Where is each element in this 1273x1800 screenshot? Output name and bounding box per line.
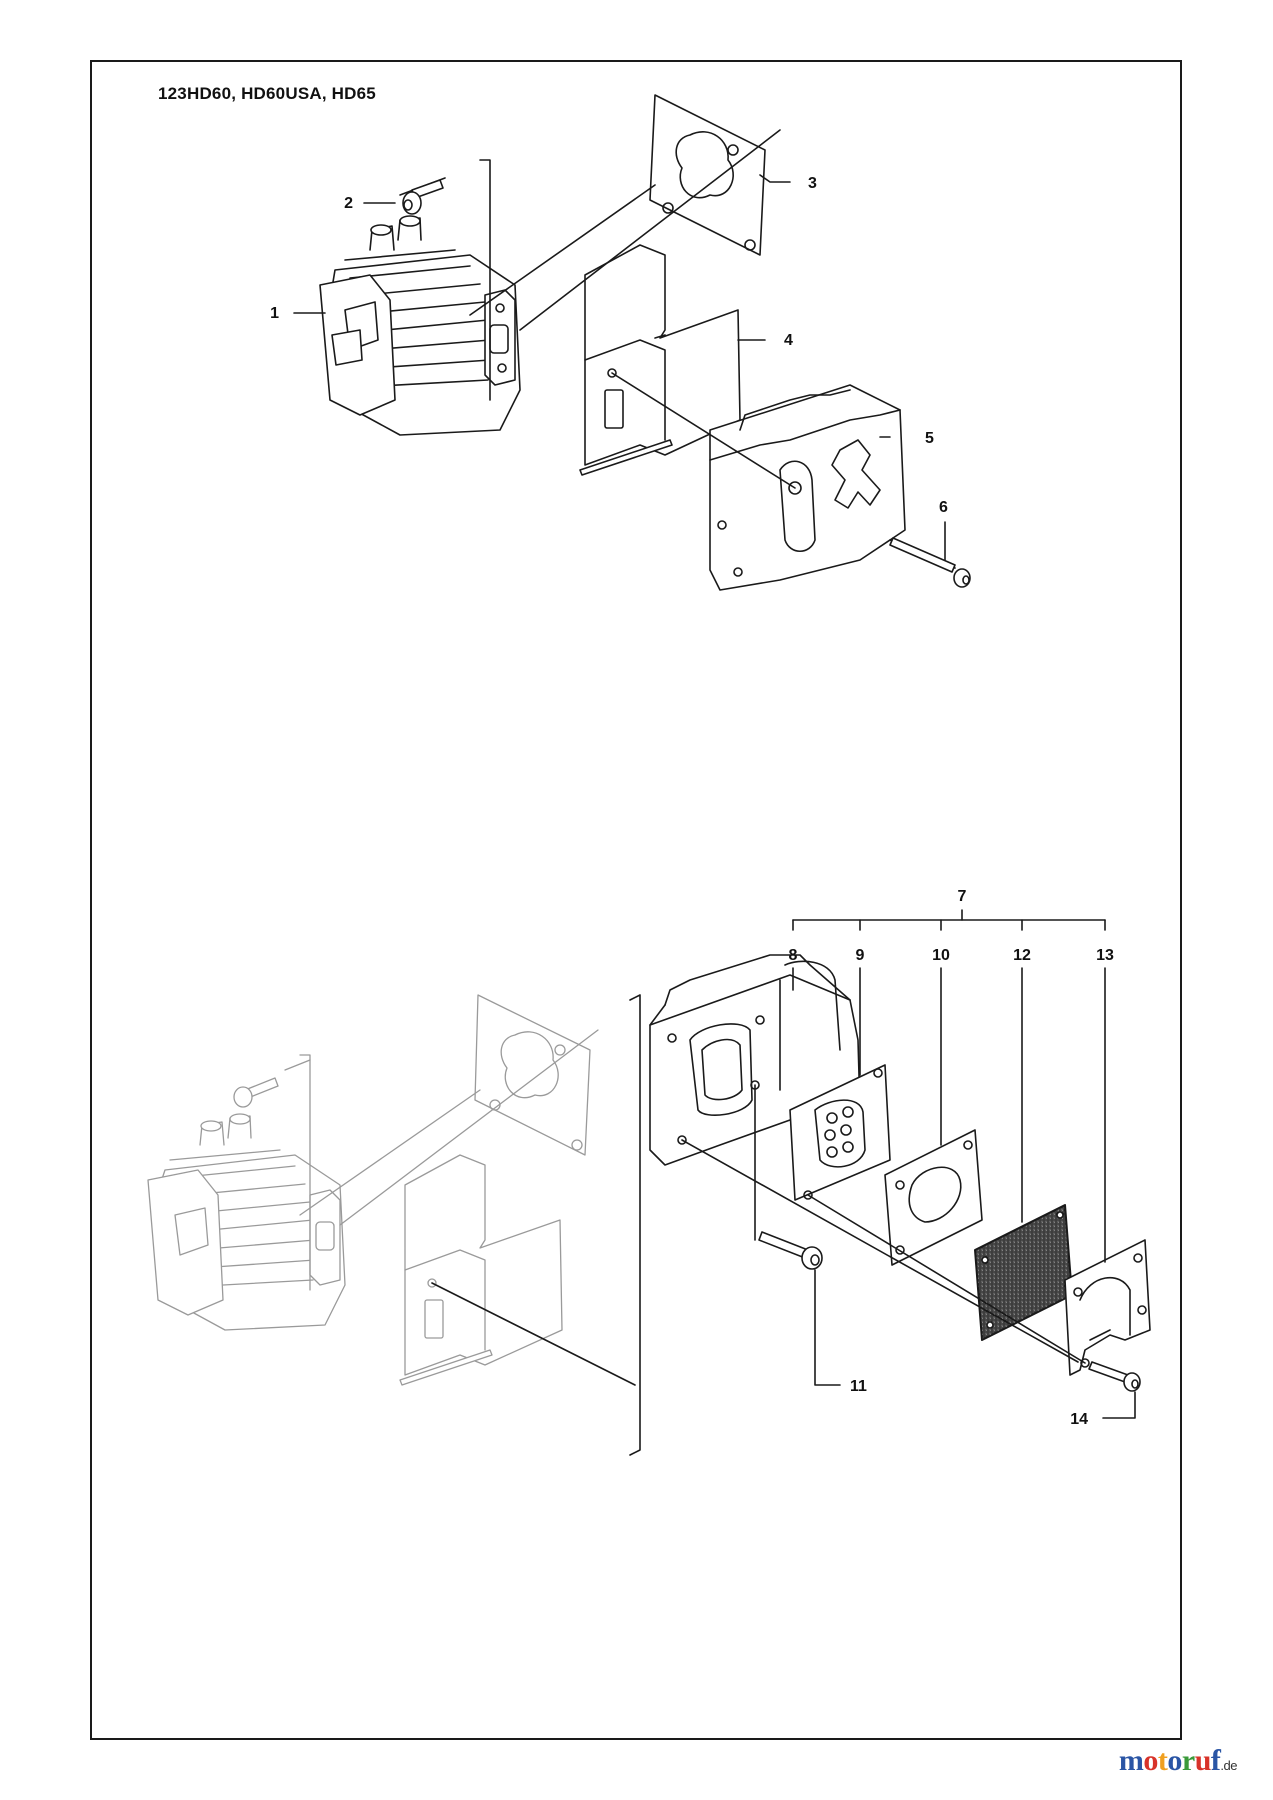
brand-suffix: .de	[1220, 1758, 1237, 1773]
callout-14: 14	[1070, 1411, 1088, 1428]
callout-1: 1	[270, 305, 279, 322]
callout-5: 5	[925, 430, 934, 447]
diagram-title: 123HD60, HD60USA, HD65	[158, 84, 376, 103]
callout-10: 10	[932, 947, 950, 964]
gasket-part-3	[649, 94, 766, 256]
brand-letter: o	[1143, 1744, 1158, 1777]
heat-shield-part-4	[579, 244, 741, 476]
callout-11: 11	[850, 1378, 867, 1395]
deflector-part-13	[1064, 1239, 1151, 1376]
callout-3: 3	[808, 175, 817, 192]
callout-8: 8	[789, 947, 798, 964]
callout-2: 2	[344, 195, 353, 212]
brand-letter: t	[1157, 1744, 1168, 1777]
callout-4: 4	[784, 332, 793, 349]
callout-9: 9	[856, 947, 865, 964]
screw-part-2	[399, 177, 446, 215]
callout-12: 12	[1013, 947, 1031, 964]
bolt-part-6	[889, 537, 971, 588]
plate-part-10	[884, 1129, 983, 1266]
callout-6: 6	[939, 499, 948, 516]
gasket-part-9	[789, 1064, 891, 1201]
screw-part-14	[1088, 1361, 1141, 1392]
faded-assembly	[147, 994, 599, 1386]
cylinder-part	[319, 215, 521, 436]
callout-13: 13	[1096, 947, 1114, 964]
brand-letter: m	[1118, 1744, 1144, 1777]
watermark-logo: motoruf.de	[1118, 1744, 1238, 1778]
screw-part-11	[758, 1231, 823, 1270]
brand-letter: u	[1194, 1744, 1212, 1777]
callout-7: 7	[958, 888, 967, 905]
diagram-frame	[90, 60, 1182, 1740]
spark-screen-part-12	[974, 1204, 1073, 1341]
brand-letter: o	[1167, 1744, 1182, 1777]
brand-letter: r	[1181, 1744, 1195, 1777]
brand-letter: f	[1210, 1744, 1221, 1777]
